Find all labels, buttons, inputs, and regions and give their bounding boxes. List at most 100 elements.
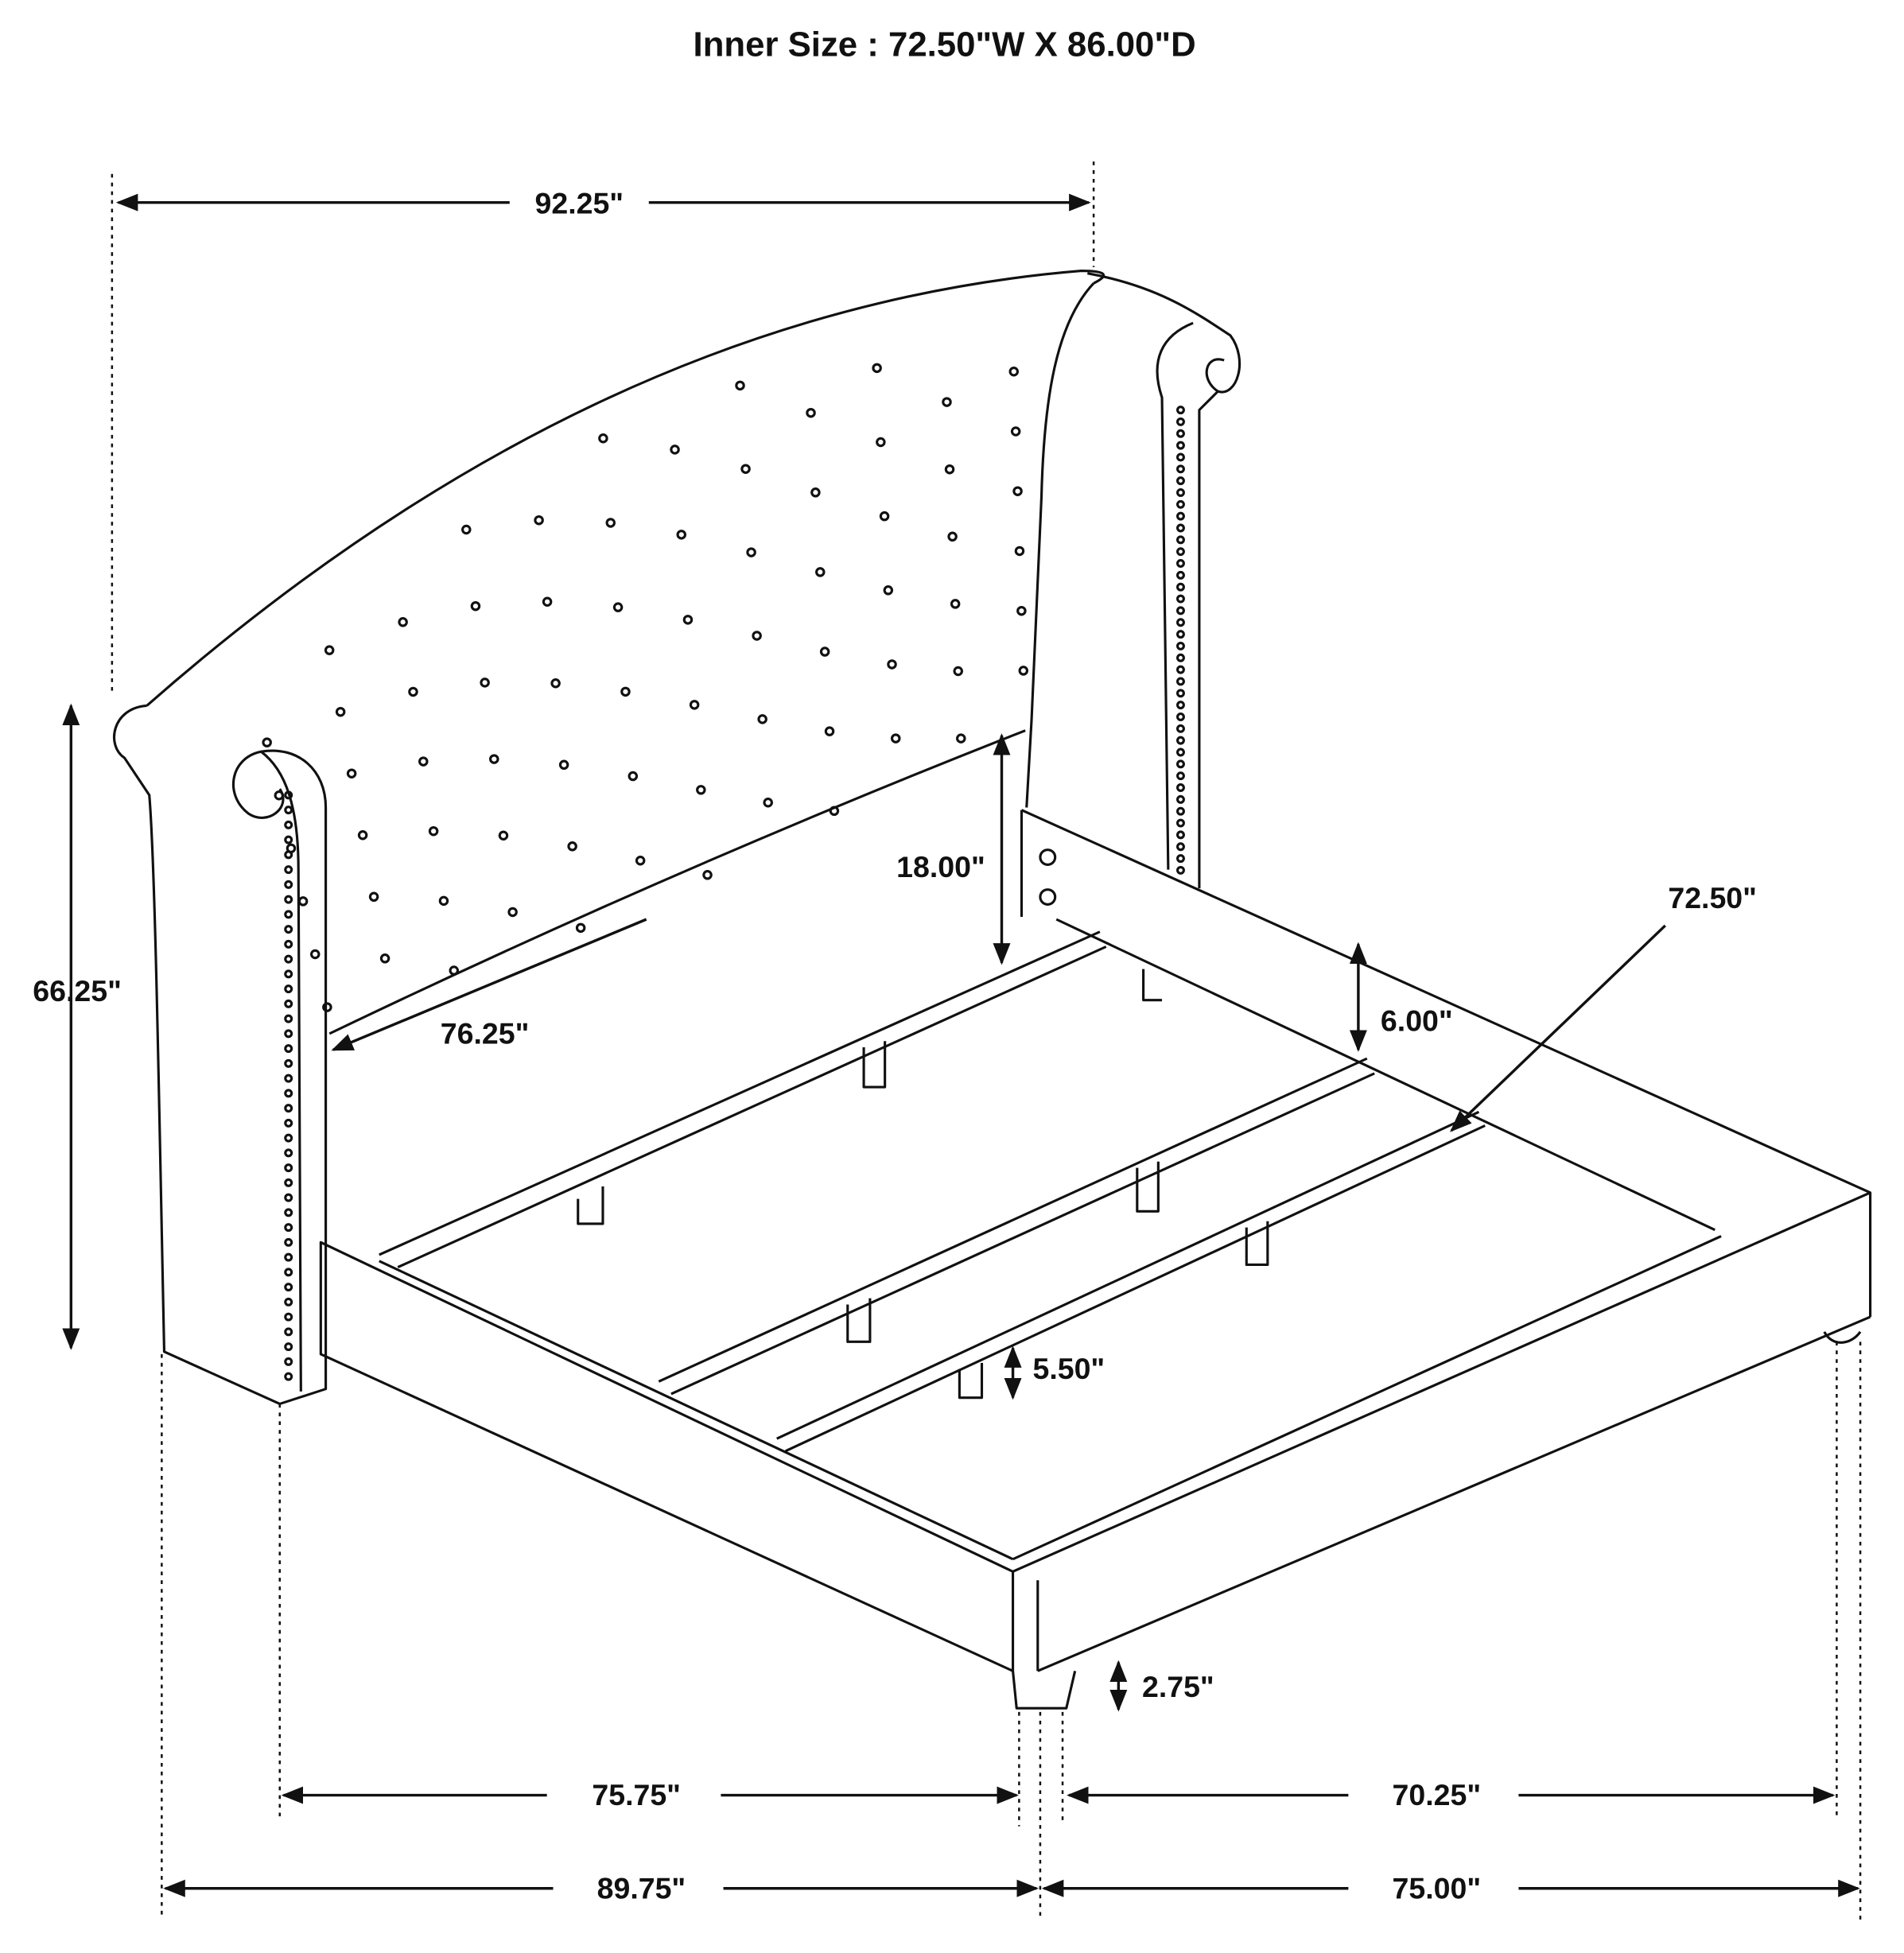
nailhead	[284, 1074, 293, 1083]
tuft-button	[696, 785, 706, 795]
tuft-button	[763, 797, 773, 808]
tuft-button	[887, 659, 897, 670]
tuft-button	[1018, 666, 1029, 676]
headboard-right-wing-front	[1198, 390, 1219, 889]
tuft-button	[605, 518, 616, 528]
nailhead	[1176, 570, 1185, 580]
nailhead	[1176, 452, 1185, 462]
nailhead	[1176, 818, 1185, 828]
tuft-button	[368, 891, 379, 903]
tuft-button	[322, 1002, 332, 1012]
leg-right	[1823, 1330, 1862, 1344]
label-rail-height: 6.00"	[1381, 1004, 1453, 1038]
nailhead	[284, 910, 293, 919]
nailhead	[284, 1133, 293, 1143]
tufting-buttons	[262, 363, 1029, 1012]
nailhead	[284, 925, 293, 934]
label-slat-support: 5.50"	[1032, 1352, 1105, 1385]
nailhead	[284, 1208, 293, 1217]
nailhead	[284, 865, 293, 875]
nailhead	[1176, 464, 1185, 474]
label-inner-width: 72.50"	[1668, 881, 1757, 914]
tuft-button	[829, 806, 840, 817]
tuft-button	[876, 437, 886, 448]
tuft-button	[418, 756, 429, 767]
nailhead	[1176, 830, 1185, 840]
nailhead	[1176, 747, 1185, 757]
tuft-button	[428, 825, 439, 837]
nailhead	[1176, 582, 1185, 592]
tuft-button	[335, 706, 346, 717]
nailhead	[1176, 547, 1185, 557]
nailhead	[284, 835, 293, 844]
tuft-button	[534, 514, 544, 526]
nailhead	[1176, 854, 1185, 864]
diagram-title: Inner Size : 72.50"W X 86.00"D	[694, 25, 1196, 64]
nailhead	[1176, 701, 1185, 710]
tuft-button	[620, 686, 631, 697]
nailhead	[284, 879, 293, 889]
nailhead	[1176, 523, 1185, 533]
nailhead	[1176, 665, 1185, 674]
bolt-hole	[1039, 888, 1057, 906]
slat-1	[379, 930, 1107, 1269]
nailhead	[284, 1193, 293, 1202]
tuft-button	[628, 771, 639, 782]
tuft-button	[297, 896, 309, 907]
label-panel-width: 76.25"	[441, 1016, 530, 1050]
nailhead	[1176, 724, 1185, 733]
tuft-button	[890, 733, 901, 744]
label-foot-inner-width: 70.25"	[1393, 1778, 1482, 1811]
nailhead	[284, 1178, 293, 1187]
nailhead	[284, 820, 293, 829]
tuft-button	[438, 895, 449, 907]
tuft-button	[274, 790, 285, 801]
dim-inner-width-leader	[1450, 924, 1666, 1132]
headboard-right-roll	[1025, 272, 1241, 870]
tuft-button	[953, 666, 963, 677]
tuft-button	[1014, 546, 1025, 557]
side-rail-left	[319, 1241, 1015, 1672]
tuft-button	[824, 726, 835, 736]
extension-lines	[111, 161, 1862, 1920]
nailhead	[1176, 618, 1185, 627]
tuft-button	[702, 870, 713, 880]
tuft-button	[558, 759, 569, 771]
tuft-button	[682, 615, 694, 625]
nailhead	[284, 1148, 293, 1158]
slat-supports	[577, 969, 1269, 1400]
footboard	[1012, 1191, 1871, 1710]
nailhead	[1176, 653, 1185, 662]
tuft-button	[480, 678, 490, 688]
nailhead	[1176, 630, 1185, 639]
label-overall-foot-width: 75.00"	[1393, 1871, 1482, 1904]
nailhead	[284, 1268, 293, 1277]
tuft-button	[676, 530, 686, 540]
bolt-hole	[1039, 848, 1057, 866]
tuft-button	[408, 686, 418, 697]
nailhead	[284, 1089, 293, 1098]
nailhead	[284, 1357, 293, 1366]
nailhead	[284, 1237, 293, 1247]
nailhead	[284, 1283, 293, 1292]
nailhead	[284, 1297, 293, 1307]
nailhead	[284, 999, 293, 1008]
nailhead	[284, 1223, 293, 1233]
tuft-button	[612, 602, 624, 612]
nailhead	[1176, 406, 1185, 415]
tuft-button	[324, 645, 335, 655]
nailhead	[284, 1252, 293, 1262]
tuft-button	[1010, 426, 1021, 437]
nailhead	[284, 969, 293, 979]
nailhead	[284, 1327, 293, 1337]
nailhead	[1176, 677, 1185, 686]
tuft-button	[879, 511, 890, 522]
tuft-button	[740, 464, 751, 474]
tuft-button	[810, 487, 821, 498]
tuft-button	[598, 433, 608, 444]
nailhead	[1176, 794, 1185, 804]
tuft-button	[806, 407, 816, 418]
nailhead	[284, 1163, 293, 1173]
tuft-button	[1012, 486, 1023, 496]
